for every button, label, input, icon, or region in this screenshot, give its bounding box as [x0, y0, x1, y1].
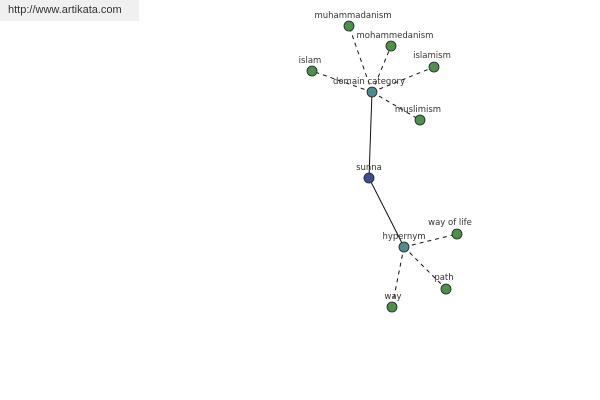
edge-hypernym-to-path	[403, 246, 447, 290]
node-muhammadanism[interactable]	[343, 20, 355, 32]
node-islam[interactable]	[306, 65, 318, 77]
node-islamism[interactable]	[428, 61, 440, 73]
node-label-mohammedanism: mohammedanism	[357, 31, 434, 41]
node-hypernym[interactable]	[398, 241, 410, 253]
node-sunna[interactable]	[363, 172, 375, 184]
edge-layer	[311, 25, 458, 308]
site-url-link[interactable]: http://www.artikata.com	[8, 4, 122, 16]
node-label-muslimism: muslimism	[395, 105, 441, 115]
node-layer	[306, 20, 463, 313]
node-path[interactable]	[440, 283, 452, 295]
node-mohammedanism[interactable]	[385, 40, 397, 52]
node-muslimism[interactable]	[414, 114, 426, 126]
node-label-islamism: islamism	[413, 51, 451, 61]
edge-hypernym-to-way-of-life	[403, 233, 458, 248]
edge-domain-category-to-muslimism	[371, 91, 421, 121]
edge-domain-category-to-muhammadanism	[348, 25, 373, 93]
node-label-domain-category: domain category	[333, 77, 405, 87]
node-label-path: path	[434, 273, 453, 283]
node-label-way-of-life: way of life	[428, 218, 472, 228]
edge-domain-category-to-islamism	[371, 66, 435, 93]
edge-domain-category-to-islam	[311, 70, 373, 93]
node-label-way: way	[384, 292, 401, 302]
node-way[interactable]	[386, 301, 398, 313]
edge-domain-category-to-mohammedanism	[371, 45, 392, 93]
edge-sunna-to-domain-category	[368, 91, 373, 179]
edge-hypernym-to-way	[391, 246, 405, 308]
node-domain-category[interactable]	[366, 86, 378, 98]
edge-sunna-to-hypernym	[368, 177, 405, 248]
site-banner: http://www.artikata.com	[0, 0, 139, 21]
node-label-hypernym: hypernym	[382, 232, 425, 242]
node-label-islam: islam	[299, 56, 322, 66]
node-label-sunna: sunna	[356, 163, 382, 173]
node-label-muhammadanism: muhammadanism	[314, 11, 391, 21]
label-layer: sunna domain category hypernym muhammadanis…	[299, 11, 472, 302]
node-way-of-life[interactable]	[451, 228, 463, 240]
